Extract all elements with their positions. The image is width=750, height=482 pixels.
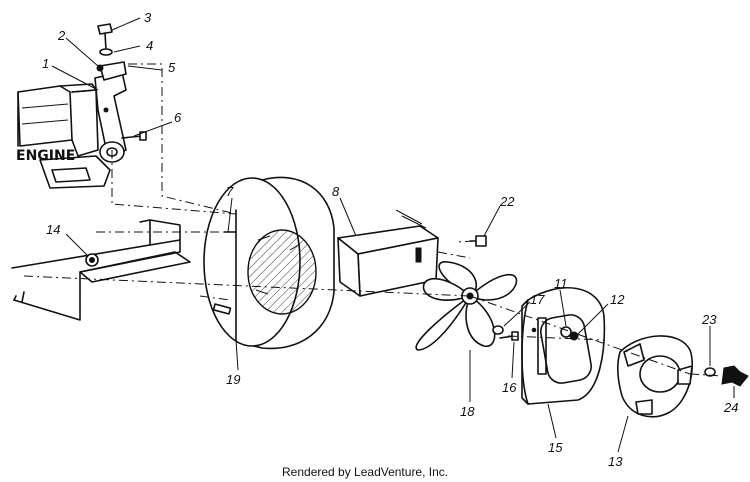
callout-3: 3 [144, 10, 152, 25]
nut-part-2 [96, 64, 104, 72]
callout-11: 11 [554, 276, 568, 291]
callout-1: 1 [42, 56, 49, 71]
screw-part-3 [97, 23, 113, 51]
callout-18: 18 [460, 404, 475, 419]
callout-14: 14 [46, 222, 60, 237]
chute-adapter [337, 209, 439, 297]
impeller-front-cover [617, 335, 693, 418]
callout-12: 12 [610, 292, 625, 307]
blower-housing [203, 176, 335, 350]
callout-4: 4 [146, 38, 153, 53]
callout-23: 23 [701, 312, 717, 327]
screw-part-17 [492, 325, 504, 335]
callout-19: 19 [226, 372, 240, 387]
callout-leaders [51, 17, 735, 453]
callout-15: 15 [548, 440, 563, 455]
callout-labels: 1 2 3 4 5 6 7 8 22 11 12 17 23 14 16 18 … [42, 10, 738, 469]
callout-24: 24 [723, 400, 738, 415]
callout-22: 22 [499, 194, 515, 209]
washer-part-23 [704, 367, 716, 377]
impeller-fan [415, 261, 518, 351]
callout-5: 5 [168, 60, 176, 75]
callout-17: 17 [530, 292, 545, 307]
callout-13: 13 [608, 454, 623, 469]
callout-7: 7 [226, 184, 234, 199]
mounting-bracket [94, 61, 127, 163]
render-credit: Rendered by LeadVenture, Inc. [282, 465, 448, 479]
engine-label: ENGINE [16, 148, 75, 164]
housing-cover-plate [521, 287, 606, 405]
callout-6: 6 [174, 110, 182, 125]
nut-part-14 [85, 253, 99, 267]
callout-2: 2 [57, 28, 66, 43]
washer-part-4 [99, 48, 113, 56]
engine-block [17, 83, 111, 189]
assembly-centerlines [23, 63, 723, 377]
knob-part-24 [721, 365, 749, 387]
base-rail [11, 219, 191, 321]
callout-16: 16 [502, 380, 517, 395]
callout-8: 8 [332, 184, 340, 199]
bolt-part-6 [121, 131, 147, 141]
